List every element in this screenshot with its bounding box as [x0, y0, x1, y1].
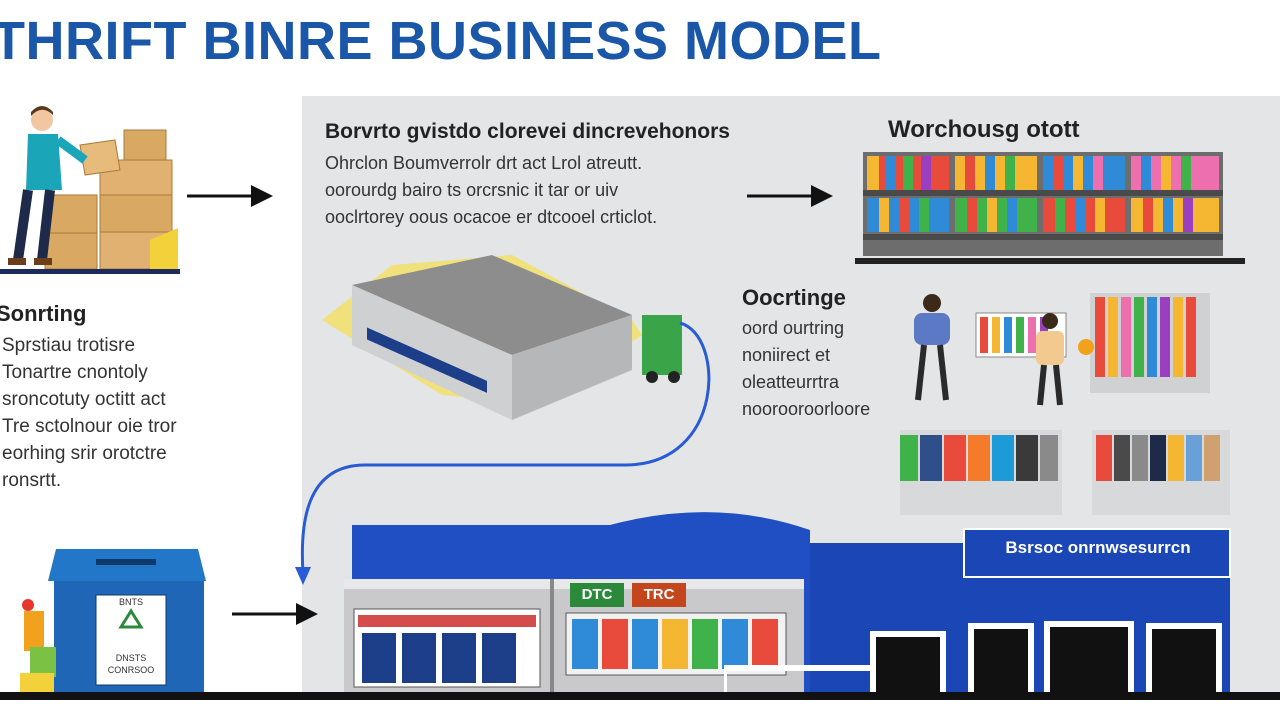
sourcing-line: Tonartre cnontoly: [2, 362, 148, 383]
store-window-sign-2: TRC: [643, 586, 675, 603]
sorting-line: noniirect et: [742, 345, 831, 365]
sorting-line: noorooroorloore: [742, 399, 871, 419]
sourcing-line: Sprstiau trotisre: [2, 335, 136, 356]
flow-connector-curve: [295, 321, 711, 585]
sourcing-line: eorhing srir orotctre: [2, 443, 167, 464]
warehouse-building-illustration: [322, 255, 682, 420]
sorting-line: oord ourtring: [742, 318, 845, 338]
delivery-line: ooclrtorey oous ocacoe er dtcooel crticl…: [325, 207, 658, 227]
bin-label-line: BNTS: [118, 597, 143, 607]
store-sign: Bsrsoc onrnwsesurrcn: [1005, 538, 1191, 557]
donation-bin-caption: DNSTS CONRSOO: [96, 652, 166, 676]
donation-bin-illustration: [20, 549, 206, 693]
sourcing-line: Tre sctolnour oie tror: [2, 416, 177, 437]
arrow-to-store: [232, 603, 318, 625]
sorting-text: oord ourtring noniirect et oleatteurrtra…: [742, 315, 870, 423]
delivery-line: oorourdg bairo ts orcrsnic it tar or uiv: [325, 180, 619, 200]
arrow-to-delivery: [187, 185, 273, 207]
page-title: THRIFT BINRE BUSINESS MODEL: [0, 11, 882, 71]
arrow-to-warehouse: [747, 185, 833, 207]
sourcing-heading: Sonrting: [0, 301, 87, 326]
thrift-store-illustration: [344, 512, 1231, 695]
bin-label-line: DNSTS: [115, 653, 147, 663]
warehouse-shelves-illustration: [855, 152, 1245, 264]
sourcing-line: sroncotuty octitt act: [2, 389, 166, 410]
delivery-heading: Borvrto gvistdo clorevei dincrevehonors: [325, 120, 730, 143]
sorting-line: oleatteurrtra: [742, 372, 840, 392]
ground-line: [0, 692, 1280, 700]
delivery-line: Ohrclon Boumverrolr drt act Lrol atreutt…: [325, 153, 643, 173]
delivery-text: Ohrclon Boumverrolr drt act Lrol atreutt…: [325, 150, 657, 231]
sorting-heading: Oocrtinge: [742, 285, 846, 310]
store-window-sign-1: DTC: [581, 586, 613, 603]
worker-boxes-illustration: [0, 106, 180, 274]
bin-label-line: CONRSOO: [107, 665, 155, 675]
donation-bin-label: BNTS: [96, 596, 166, 608]
sourcing-text: Sprstiau trotisre Tonartre cnontoly sron…: [2, 332, 177, 494]
sorting-racks-illustration: [900, 293, 1230, 515]
sourcing-line: ronsrtt.: [2, 470, 62, 491]
warehouse-heading: Worchousg otott: [888, 116, 1080, 143]
